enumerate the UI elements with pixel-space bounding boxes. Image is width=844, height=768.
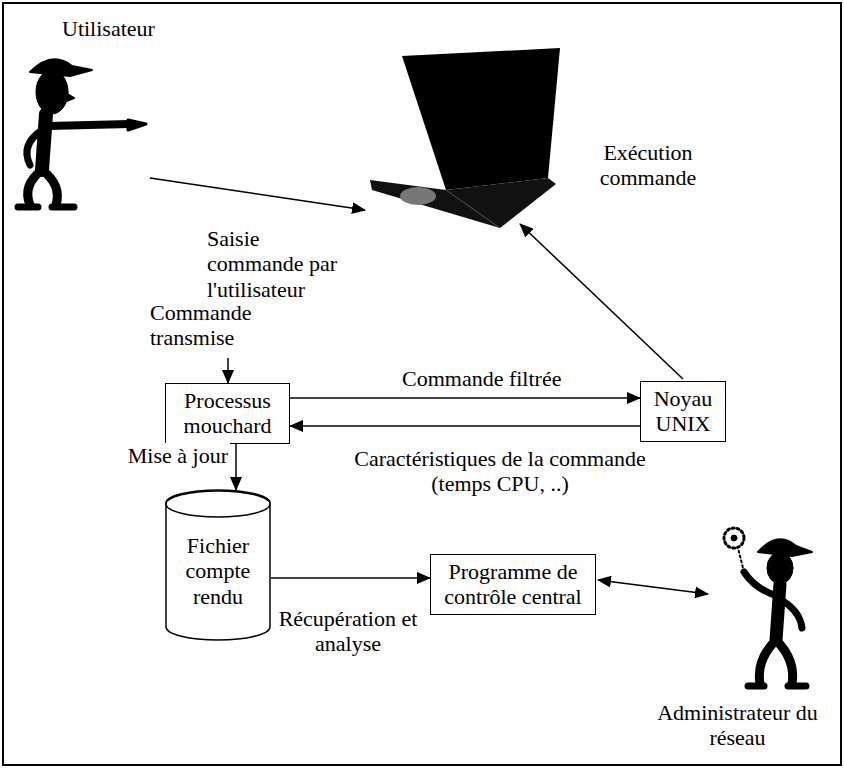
node-text: Processus mouchard xyxy=(172,388,283,439)
process-box: Processus mouchard xyxy=(165,383,290,444)
node-text: Fichier compte rendu xyxy=(169,533,267,609)
node-text: Noyau UNIX xyxy=(647,386,719,437)
annotation-label: Administrateur du réseau xyxy=(655,700,820,751)
annotation-label: Exécution commande xyxy=(568,140,728,191)
flow-arrow xyxy=(271,577,430,579)
process-box: Programme de contrôle central xyxy=(430,554,596,615)
flow-arrow xyxy=(290,397,640,399)
admin-arrow xyxy=(598,580,708,594)
edge-label: Commande filtrée xyxy=(400,366,590,391)
flow-arrow xyxy=(290,425,640,427)
execution-arrow xyxy=(520,224,683,379)
process-box: Noyau UNIX xyxy=(640,381,726,442)
user-figure xyxy=(18,59,146,207)
annotation-label: Utilisateur xyxy=(60,16,190,41)
file-cylinder: Fichier compte rendu xyxy=(165,490,271,640)
admin-figure xyxy=(724,528,812,686)
edge-label: Caractéristiques de la commande (temps C… xyxy=(335,446,665,497)
edge-label: Récupération et analyse xyxy=(276,606,420,657)
flow-arrow xyxy=(235,444,237,490)
annotation-label: Commande transmise xyxy=(148,300,268,351)
input-arrow xyxy=(150,178,365,210)
transmit-arrow xyxy=(227,358,229,383)
annotation-label: Saisie commande par l'utilisateur xyxy=(205,226,357,302)
laptop-illustration xyxy=(370,48,560,228)
node-text: Programme de contrôle central xyxy=(437,559,589,610)
edge-label: Mise à jour xyxy=(112,443,230,468)
frame xyxy=(3,3,841,765)
